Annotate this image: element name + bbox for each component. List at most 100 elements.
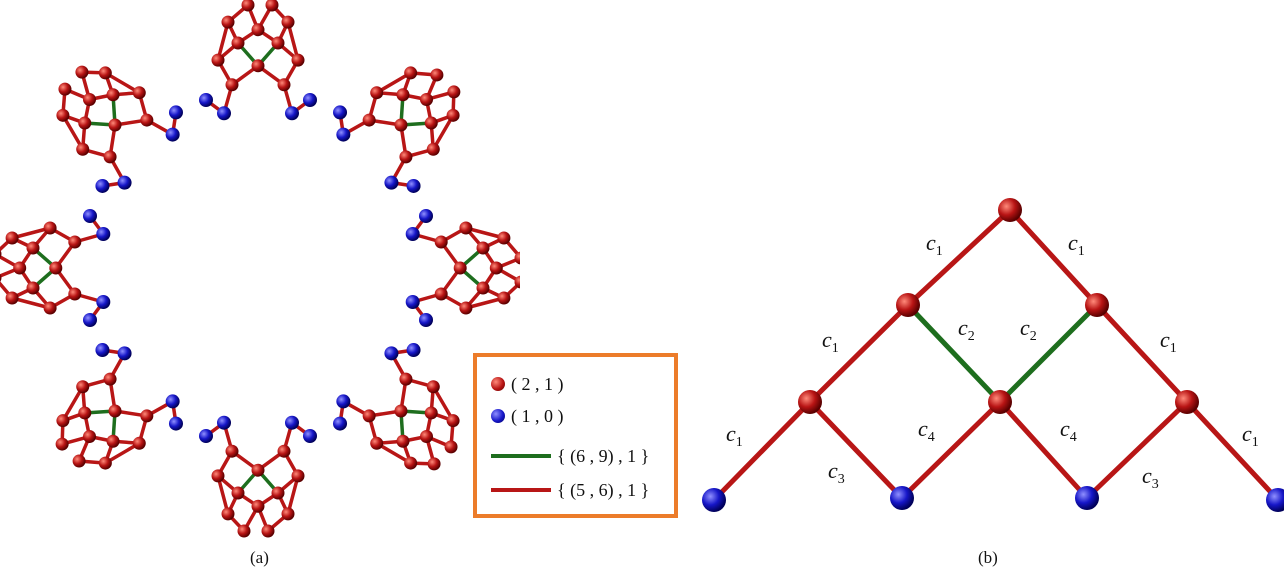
legend-label: ( 1 , 0 ): [511, 405, 564, 426]
blue-vertex: [1266, 488, 1284, 512]
edge-c1: [1184, 399, 1281, 503]
ring-edge-red: [464, 226, 506, 240]
ring-red-vertex: [140, 113, 154, 127]
ring-edge-red: [216, 474, 230, 516]
ring-blue-vertex: [285, 106, 299, 121]
ring-red-vertex: [420, 92, 434, 106]
ring-blue-vertex: [83, 313, 97, 327]
ring-blue-vertex: [117, 175, 132, 190]
ring-blue-vertex: [96, 227, 111, 241]
ring-red-vertex: [444, 440, 458, 454]
ring-blue-vertex: [168, 416, 183, 431]
ring-red-vertex: [446, 108, 460, 122]
edge-c3: [1084, 399, 1190, 501]
ring-blue-vertex: [384, 346, 399, 361]
ring-red-vertex: [427, 457, 441, 471]
ring-red-vertex: [76, 142, 90, 156]
ring-edge-red: [286, 20, 300, 62]
ring-red-vertex: [424, 116, 438, 130]
ring-blue-vertex: [95, 178, 110, 193]
ring-red-vertex: [231, 486, 245, 500]
ring-blue-vertex: [95, 343, 110, 358]
ring-red-vertex: [221, 15, 235, 29]
ring-red-vertex: [420, 430, 434, 444]
ring-red-vertex: [103, 372, 117, 386]
edge-c2: [905, 302, 1003, 405]
edge-c1: [711, 399, 813, 503]
ring-red-vertex: [394, 118, 408, 132]
label-c1: c1: [926, 230, 943, 259]
blue-ball-icon: [491, 409, 505, 423]
label-c1: c1: [1160, 327, 1177, 356]
ring-red-vertex: [0, 249, 2, 259]
ring-blue-vertex: [333, 105, 348, 120]
red-vertex: [896, 293, 920, 317]
ring-edge-red: [61, 113, 85, 152]
ring-red-vertex: [396, 88, 410, 102]
ring-edge-red: [374, 71, 413, 95]
ring-blue-vertex: [165, 127, 180, 142]
ring-red-vertex: [476, 281, 490, 295]
ring-red-vertex: [291, 469, 305, 483]
edge-c1: [1094, 302, 1190, 405]
ring-red-vertex: [251, 59, 265, 73]
ring-red-vertex: [434, 235, 448, 249]
label-c3: c3: [828, 458, 845, 487]
ring-red-vertex: [404, 456, 418, 470]
ring-red-vertex: [78, 406, 92, 420]
ring-red-vertex: [497, 291, 511, 305]
label-c4: c4: [918, 416, 935, 445]
ring-red-vertex: [0, 273, 2, 283]
edge-c1: [905, 207, 1013, 308]
edge-c2: [997, 302, 1100, 405]
ring-blue-vertex: [333, 416, 348, 431]
legend-box: ( 2 , 1 ) ( 1 , 0 ) { (6 , 9) , 1 } { (5…: [473, 353, 678, 518]
ring-blue-vertex: [303, 93, 317, 107]
ring-red-vertex: [370, 86, 384, 100]
red-vertex: [988, 390, 1012, 414]
red-vertex: [1085, 293, 1109, 317]
ring-red-vertex: [370, 436, 384, 450]
ring-edge-red: [464, 296, 506, 310]
ring-red-vertex: [362, 409, 376, 423]
ring-red-vertex: [281, 15, 295, 29]
legend-item-red-edge: { (5 , 6) , 1 }: [491, 477, 649, 503]
ring-red-vertex: [404, 66, 418, 80]
red-vertex: [998, 198, 1022, 222]
ring-red-vertex: [108, 404, 122, 418]
ring-red-vertex: [225, 78, 239, 92]
ring-red-vertex: [497, 231, 511, 245]
ring-edge-red: [216, 20, 230, 62]
ring-edge-red: [61, 384, 85, 423]
red-vertex: [1175, 390, 1199, 414]
ring-red-vertex: [26, 241, 40, 255]
ring-red-vertex: [98, 66, 112, 80]
ring-red-vertex: [426, 380, 440, 394]
ring-red-vertex: [106, 88, 120, 102]
ring-red-vertex: [265, 0, 279, 12]
blue-vertex: [1075, 486, 1099, 510]
ring-blue-vertex: [217, 415, 231, 430]
legend-label: { (5 , 6) , 1 }: [557, 479, 650, 500]
ring-blue-vertex: [419, 313, 433, 327]
ring-red-vertex: [132, 436, 146, 450]
ring-red-vertex: [251, 499, 265, 513]
ring-edge-red: [10, 226, 52, 240]
ring-blue-vertex: [117, 346, 132, 361]
ring-red-vertex: [271, 36, 285, 50]
ring-red-vertex: [140, 409, 154, 423]
ring-red-vertex: [291, 53, 305, 67]
ring-red-vertex: [424, 406, 438, 420]
label-c3: c3: [1142, 463, 1159, 492]
ring-edge-red: [431, 113, 455, 152]
ring-blue-vertex: [336, 394, 351, 409]
ring-red-vertex: [132, 86, 146, 100]
ring-red-vertex: [68, 235, 82, 249]
legend-label: { (6 , 9) , 1 }: [557, 445, 650, 466]
ring-red-vertex: [108, 118, 122, 132]
ring-red-vertex: [362, 113, 376, 127]
ring-red-vertex: [56, 414, 70, 428]
label-c1: c1: [726, 421, 743, 450]
ring-red-vertex: [396, 434, 410, 448]
ring-red-vertex: [399, 150, 413, 164]
